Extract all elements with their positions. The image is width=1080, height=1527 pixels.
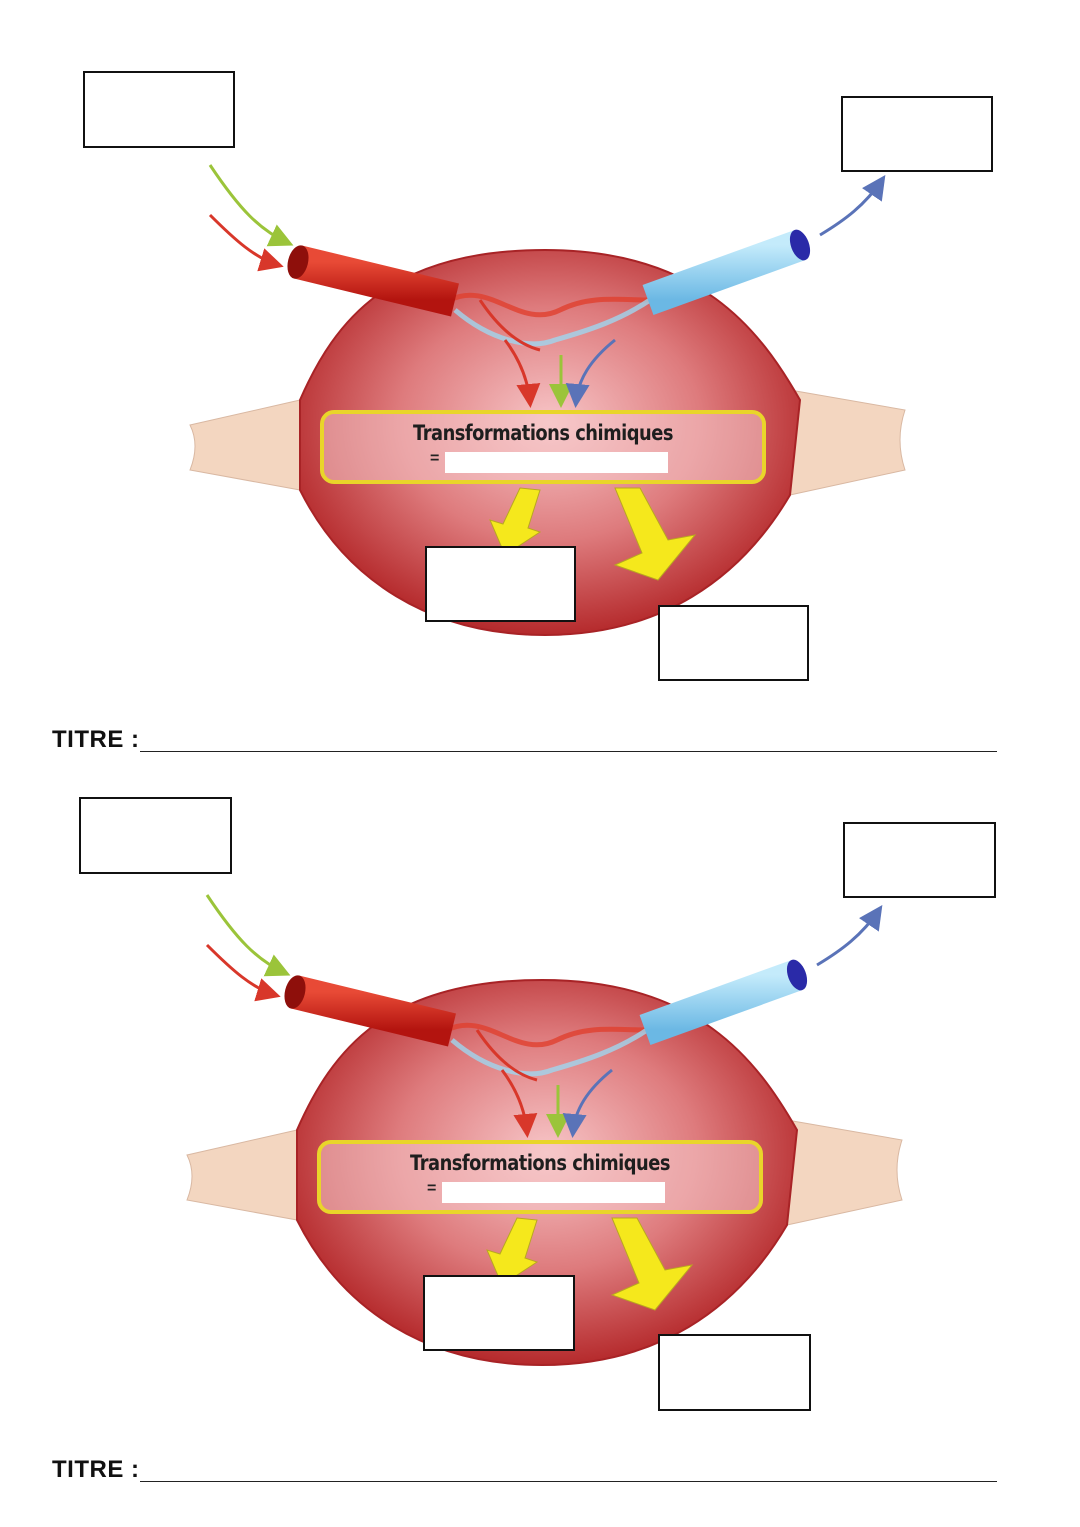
label-box-product-1[interactable]	[423, 1275, 575, 1351]
label-box-outputs[interactable]	[843, 822, 996, 898]
label-box-product-2[interactable]	[658, 605, 809, 681]
title-label: TITRE :	[52, 726, 140, 753]
label-box-outputs[interactable]	[841, 96, 993, 172]
blank-answer-field[interactable]	[442, 1182, 665, 1203]
center-label: Transformations chimiques	[413, 421, 673, 445]
title-answer-line[interactable]	[140, 751, 997, 752]
title-answer-line[interactable]	[140, 1481, 997, 1482]
diagram-panel-1: Transformations chimiques = TITRE :	[0, 0, 1080, 753]
title-label: TITRE :	[52, 1456, 140, 1483]
label-box-product-1[interactable]	[425, 546, 576, 622]
equals-sign: =	[427, 1180, 437, 1197]
label-box-product-2[interactable]	[658, 1334, 811, 1411]
label-box-inputs[interactable]	[79, 797, 232, 874]
equals-sign: =	[430, 450, 440, 467]
blank-answer-field[interactable]	[445, 452, 668, 473]
diagram-panel-2: Transformations chimiques = TITRE :	[0, 730, 1080, 1483]
center-label: Transformations chimiques	[410, 1151, 670, 1175]
label-box-inputs[interactable]	[83, 71, 235, 148]
